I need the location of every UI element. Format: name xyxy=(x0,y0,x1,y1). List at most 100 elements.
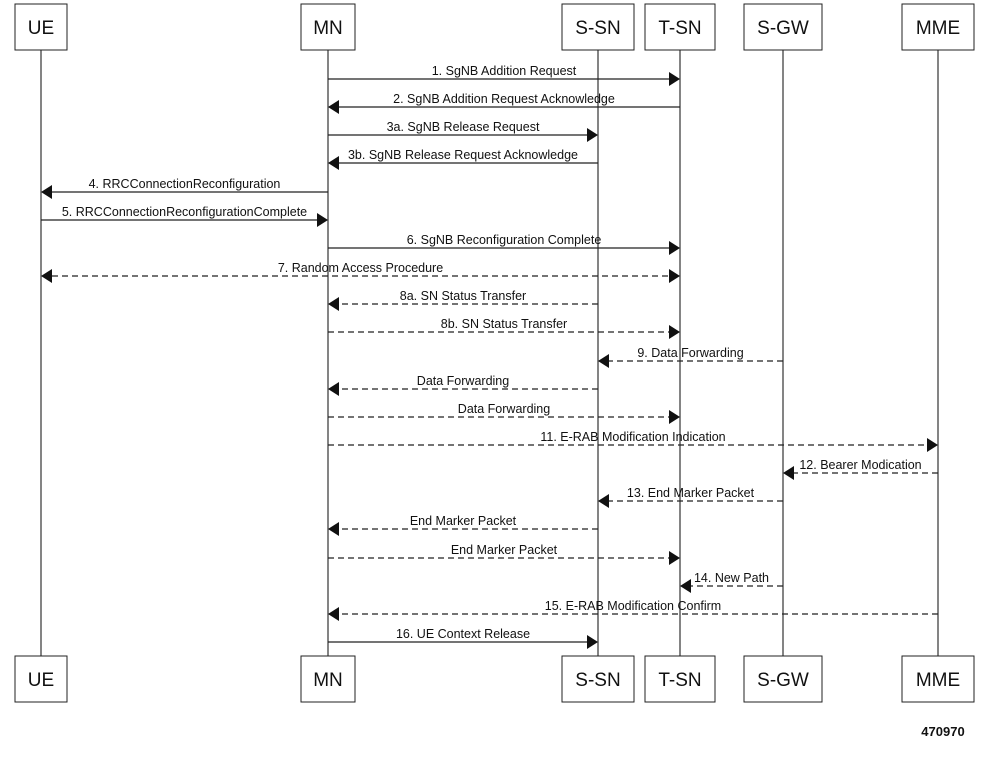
message-label: 6. SgNB Reconfiguration Complete xyxy=(407,233,602,247)
message-14: 11. E-RAB Modification Indication xyxy=(328,430,938,452)
entity-box xyxy=(901,3,975,51)
entity-box xyxy=(14,3,68,51)
entity-box xyxy=(743,3,823,51)
arrowhead xyxy=(598,494,609,508)
message-label: 8a. SN Status Transfer xyxy=(400,289,526,303)
message-label: 13. End Marker Packet xyxy=(627,486,755,500)
message-label: Data Forwarding xyxy=(417,374,509,388)
arrowhead xyxy=(669,325,680,339)
entity-mme-bottom: MME xyxy=(901,655,975,703)
arrowhead xyxy=(669,72,680,86)
entity-mme-top: MME xyxy=(901,3,975,51)
entity-label: T-SN xyxy=(658,670,701,691)
arrowhead xyxy=(317,213,328,227)
arrowhead xyxy=(328,382,339,396)
entity-box xyxy=(644,655,716,703)
message-label: 15. E-RAB Modification Confirm xyxy=(545,599,721,613)
message-11: 9. Data Forwarding xyxy=(598,346,783,368)
entity-box xyxy=(14,655,68,703)
message-label: 7. Random Access Procedure xyxy=(278,261,443,275)
figure-id: 470970 xyxy=(921,724,964,739)
arrowhead xyxy=(328,522,339,536)
arrowhead xyxy=(927,438,938,452)
messages: 1. SgNB Addition Request 2. SgNB Addition… xyxy=(41,64,938,649)
message-5: 4. RRCConnectionReconfiguration xyxy=(41,177,328,199)
message-17: End Marker Packet xyxy=(328,514,598,536)
entity-box xyxy=(644,3,716,51)
entity-mn-bottom: MN xyxy=(300,655,356,703)
arrowhead xyxy=(587,128,598,142)
entity-s-gw-top: S-GW xyxy=(743,3,823,51)
entity-label: UE xyxy=(28,670,54,691)
message-6: 5. RRCConnectionReconfigurationComplete xyxy=(41,205,328,227)
entity-t-sn-top: T-SN xyxy=(644,3,716,51)
arrowhead xyxy=(328,156,339,170)
message-4: 3b. SgNB Release Request Acknowledge xyxy=(328,148,598,170)
arrowhead xyxy=(328,100,339,114)
message-label: End Marker Packet xyxy=(451,543,558,557)
message-8: 7. Random Access Procedure xyxy=(41,261,680,283)
entity-ue-bottom: UE xyxy=(14,655,68,703)
message-label: 3b. SgNB Release Request Acknowledge xyxy=(348,148,578,162)
entity-label: MME xyxy=(916,670,960,691)
message-label: End Marker Packet xyxy=(410,514,517,528)
entity-label: UE xyxy=(28,18,54,39)
entity-label: S-SN xyxy=(575,18,620,39)
arrowhead xyxy=(680,579,691,593)
arrowhead xyxy=(783,466,794,480)
message-label: 2. SgNB Addition Request Acknowledge xyxy=(393,92,615,106)
arrowhead xyxy=(41,185,52,199)
message-15: 12. Bearer Modication xyxy=(783,458,938,480)
message-label: 1. SgNB Addition Request xyxy=(432,64,577,78)
message-7: 6. SgNB Reconfiguration Complete xyxy=(328,233,680,255)
message-16: 13. End Marker Packet xyxy=(598,486,783,508)
entity-label: S-GW xyxy=(757,18,809,39)
arrowhead xyxy=(669,410,680,424)
entity-box xyxy=(561,3,635,51)
entity-box xyxy=(561,655,635,703)
message-3: 3a. SgNB Release Request xyxy=(328,120,598,142)
entity-label: T-SN xyxy=(658,18,701,39)
message-label: 14. New Path xyxy=(694,571,769,585)
lifelines xyxy=(40,50,939,656)
message-label: 12. Bearer Modication xyxy=(799,458,921,472)
entity-label: S-SN xyxy=(575,670,620,691)
arrowhead xyxy=(669,269,680,283)
entity-box xyxy=(300,3,356,51)
entity-s-gw-bottom: S-GW xyxy=(743,655,823,703)
entity-label: MN xyxy=(313,670,343,691)
arrowhead xyxy=(669,551,680,565)
message-10: 8b. SN Status Transfer xyxy=(328,317,680,339)
entity-s-sn-bottom: S-SN xyxy=(561,655,635,703)
message-label: 4. RRCConnectionReconfiguration xyxy=(89,177,281,191)
message-1: 1. SgNB Addition Request xyxy=(328,64,680,86)
message-20: 15. E-RAB Modification Confirm xyxy=(328,599,938,621)
message-label: 5. RRCConnectionReconfigurationComplete xyxy=(62,205,307,219)
message-label: Data Forwarding xyxy=(458,402,550,416)
arrowhead xyxy=(598,354,609,368)
message-label: 3a. SgNB Release Request xyxy=(387,120,540,134)
arrowhead xyxy=(669,241,680,255)
entity-box xyxy=(300,655,356,703)
entity-s-sn-top: S-SN xyxy=(561,3,635,51)
entity-ue-top: UE xyxy=(14,3,68,51)
arrowhead xyxy=(41,269,52,283)
entity-label: MN xyxy=(313,18,343,39)
message-12: Data Forwarding xyxy=(328,374,598,396)
arrowhead xyxy=(328,607,339,621)
message-18: End Marker Packet xyxy=(328,543,680,565)
entity-t-sn-bottom: T-SN xyxy=(644,655,716,703)
entity-box xyxy=(901,655,975,703)
message-19: 14. New Path xyxy=(680,571,783,593)
message-label: 9. Data Forwarding xyxy=(637,346,743,360)
entity-label: MME xyxy=(916,18,960,39)
message-label: 8b. SN Status Transfer xyxy=(441,317,567,331)
entity-header-row: UE MN S-SN T-SN S-GW MME xyxy=(14,3,975,51)
message-label: 11. E-RAB Modification Indication xyxy=(540,430,725,444)
entity-mn-top: MN xyxy=(300,3,356,51)
entity-box xyxy=(743,655,823,703)
message-13: Data Forwarding xyxy=(328,402,680,424)
message-21: 16. UE Context Release xyxy=(328,627,598,649)
arrowhead xyxy=(587,635,598,649)
